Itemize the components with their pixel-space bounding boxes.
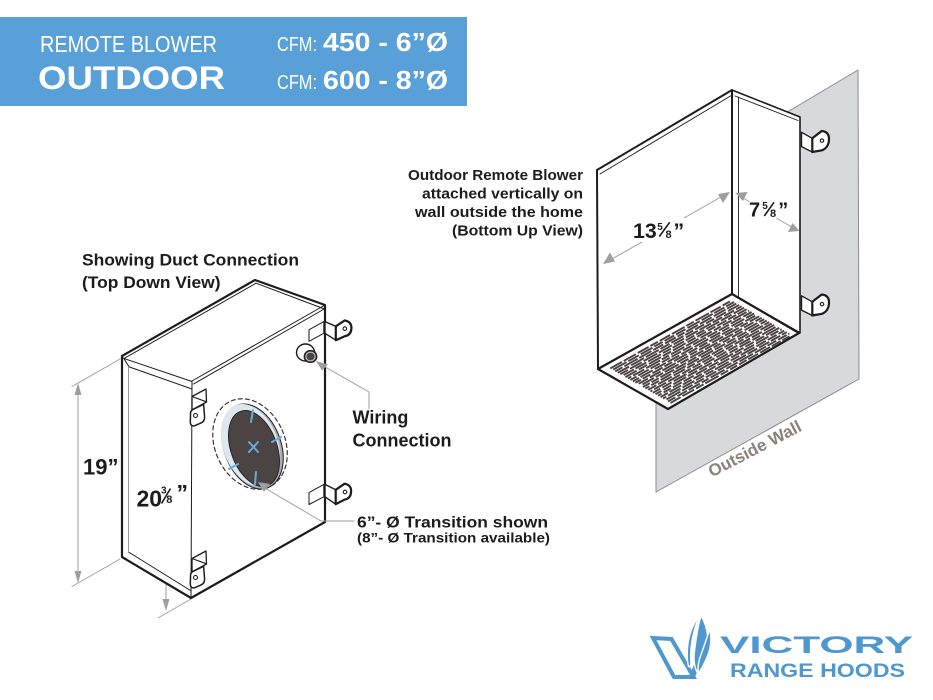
svg-text:19”: 19” [83,454,118,479]
svg-text:13: 13 [633,219,657,243]
svg-text:600 - 8”Ø: 600 - 8”Ø [323,65,448,95]
svg-text:8: 8 [770,208,776,220]
svg-text:(8”- Ø Transition available): (8”- Ø Transition available) [357,531,550,546]
svg-text:CFM:: CFM: [277,34,317,56]
svg-text:20: 20 [137,485,163,511]
svg-text:VICTORY: VICTORY [720,632,913,659]
svg-text:(Bottom Up View): (Bottom Up View) [452,223,583,240]
svg-text:Outdoor Remote Blower: Outdoor Remote Blower [408,167,583,184]
svg-text:Wiring: Wiring [353,407,409,427]
svg-text:8: 8 [666,229,672,241]
svg-text:”: ” [177,480,189,506]
svg-text:5: 5 [657,222,663,233]
svg-text:”: ” [778,200,788,222]
svg-text:5: 5 [762,201,768,212]
svg-text:OUTDOOR: OUTDOOR [38,60,225,96]
svg-text:6”- Ø Transition shown: 6”- Ø Transition shown [357,515,548,532]
svg-text:8: 8 [166,494,172,506]
svg-text:RANGE HOODS: RANGE HOODS [730,660,905,682]
svg-text:(Top Down View): (Top Down View) [82,273,221,292]
svg-text:3: 3 [161,486,167,497]
svg-text:Connection: Connection [353,431,452,451]
svg-text:attached vertically on: attached vertically on [422,186,583,203]
svg-text:450 - 6”Ø: 450 - 6”Ø [323,27,448,57]
svg-text:REMOTE BLOWER: REMOTE BLOWER [40,31,217,57]
svg-text:wall outside the home: wall outside the home [414,204,583,221]
svg-text:Showing Duct Connection: Showing Duct Connection [82,251,299,270]
svg-text:”: ” [674,219,685,243]
svg-text:CFM:: CFM: [277,72,317,94]
svg-text:7: 7 [749,200,760,222]
